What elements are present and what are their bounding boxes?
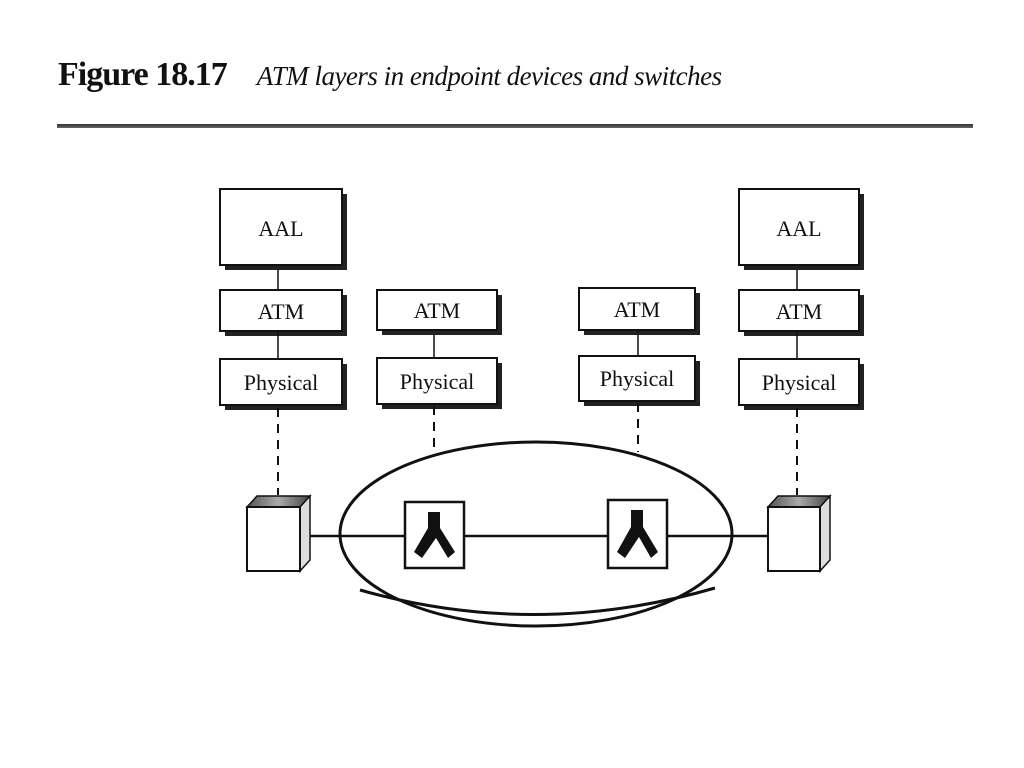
atm-switch-icon [403,500,466,570]
layer-box-aal [219,188,343,266]
layer-box-physical [578,355,696,402]
endpoint-device-icon [245,494,312,573]
layer-box-atm [578,287,696,331]
caption-rule [57,124,973,128]
stack-endpoint-right: AAL ATM Physical [738,188,864,410]
layer-label-atm: ATM [614,297,660,322]
endpoint-device-icon [766,494,832,573]
layer-label-aal: AAL [776,216,821,241]
figure-title: ATM layers in endpoint devices and switc… [256,61,722,91]
layer-box-physical [219,358,343,406]
layer-box-atm [219,289,343,332]
stack-endpoint-left: AAL ATM Physical [219,188,347,410]
layer-connectors [277,270,798,359]
atm-network-ellipse [338,440,734,628]
figure-number: Figure 18.17 [58,56,228,93]
layer-label-atm: ATM [258,299,304,324]
ellipse-shadow-edge [359,586,716,616]
figure-caption: Figure 18.17 ATM layers in endpoint devi… [58,56,722,100]
layer-label-aal: AAL [258,216,303,241]
layer-label-physical: Physical [762,370,837,395]
stack-switch-right: ATM Physical [578,287,700,406]
dashed-drop-lines [277,403,798,495]
layer-label-atm: ATM [414,298,460,323]
layer-box-atm [738,289,860,332]
layer-box-aal [738,188,860,266]
layer-box-atm [376,289,498,331]
layer-label-physical: Physical [400,369,475,394]
layer-label-atm: ATM [776,299,822,324]
layer-label-physical: Physical [244,370,319,395]
stack-switch-left: ATM Physical [376,289,502,409]
layer-box-physical [738,358,860,406]
layer-box-physical [376,357,498,405]
atm-switch-icon [606,498,669,570]
layer-label-physical: Physical [600,366,675,391]
